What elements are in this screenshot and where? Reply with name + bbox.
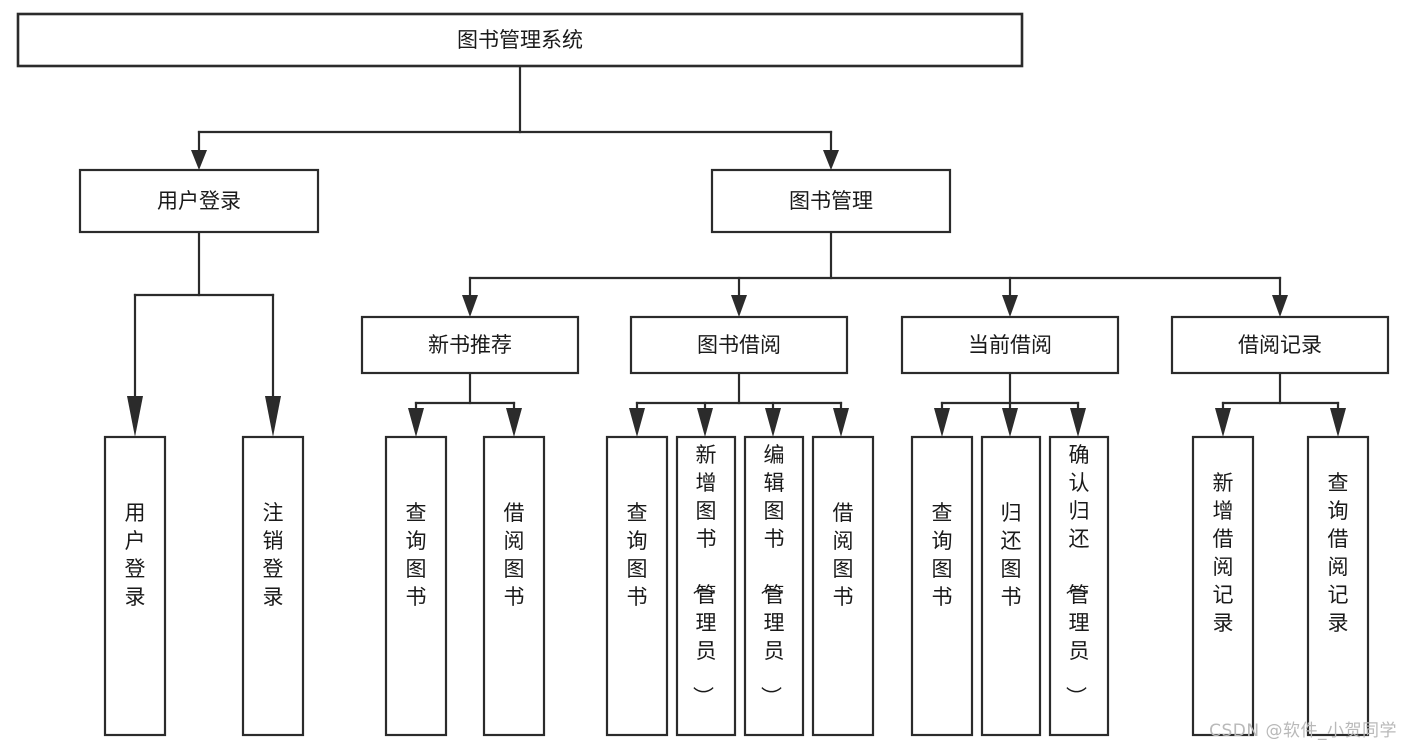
leaf-record-add-box[interactable] [1191, 435, 1255, 737]
node-root[interactable]: 图书管理系统 [16, 12, 1024, 68]
arrow-to-user-login [191, 150, 207, 170]
arrow-to-leaf-recommend-borrow [506, 408, 522, 437]
node-new-book-recommend-label: 新书推荐 [428, 333, 512, 357]
arrow-to-current-borrow [1002, 295, 1018, 317]
leaf-user-login-label: 用户登录 [125, 501, 146, 609]
leaf-borrow-lend-book-label: 借阅图书 [833, 501, 854, 609]
arrow-to-leaf-recommend-query [408, 408, 424, 437]
leaf-recommend-borrow-book-label: 借阅图书 [504, 501, 525, 609]
leaf-logout-box[interactable] [241, 435, 305, 737]
node-root-box[interactable] [16, 12, 1024, 68]
leaf-record-query[interactable]: 查询借阅记录 [1306, 435, 1370, 737]
arrow-to-leaf-current-query [934, 408, 950, 437]
node-book-borrow-label: 图书借阅 [697, 333, 781, 357]
node-borrow-record-box[interactable] [1170, 315, 1390, 375]
arrow-to-borrow-record [1272, 295, 1288, 317]
node-root-label: 图书管理系统 [457, 28, 583, 52]
leaf-recommend-borrow-book-box[interactable] [482, 435, 546, 737]
arrow-to-new-book-recommend [462, 295, 478, 317]
leaf-logout-label: 注销登录 [263, 501, 284, 609]
leaf-borrow-edit-book-box[interactable] [743, 435, 805, 737]
node-user-login-box[interactable] [78, 168, 320, 234]
leaf-record-add[interactable]: 新增借阅记录 [1191, 435, 1255, 737]
arrow-to-leaf-borrow-add [697, 408, 713, 437]
arrow-to-book-borrow [731, 295, 747, 317]
node-current-borrow-box[interactable] [900, 315, 1120, 375]
node-current-borrow-label: 当前借阅 [968, 333, 1052, 357]
node-borrow-record-label: 借阅记录 [1238, 333, 1322, 357]
arrow-to-leaf-borrow-lend [833, 408, 849, 437]
leaf-current-confirm-return[interactable]: 确认归还（管理员） [1048, 435, 1110, 737]
leaf-current-confirm-return-box[interactable] [1048, 435, 1110, 737]
leaf-current-query-book[interactable]: 查询图书 [910, 435, 974, 737]
arrow-to-leaf-user-login [127, 396, 143, 437]
arrow-to-leaf-record-query [1330, 408, 1346, 437]
arrow-to-leaf-current-confirm [1070, 408, 1086, 437]
leaf-borrow-query-book-box[interactable] [605, 435, 669, 737]
leaf-borrow-query-book-label: 查询图书 [627, 501, 648, 609]
leaf-borrow-add-book-label: 新增图书（管理员） [691, 443, 717, 707]
edges-layer [127, 64, 1346, 437]
arrow-to-leaf-logout [265, 396, 281, 437]
leaf-logout[interactable]: 注销登录 [241, 435, 305, 737]
node-book-manage-label: 图书管理 [789, 189, 873, 213]
leaf-user-login[interactable]: 用户登录 [103, 435, 167, 737]
arrow-to-leaf-borrow-edit [765, 408, 781, 437]
leaf-borrow-add-book-box[interactable] [675, 435, 737, 737]
arrow-to-leaf-record-add [1215, 408, 1231, 437]
node-borrow-record[interactable]: 借阅记录 [1170, 315, 1390, 375]
leaf-current-query-book-label: 查询图书 [932, 501, 953, 609]
leaf-borrow-lend-book-box[interactable] [811, 435, 875, 737]
node-new-book-recommend-box[interactable] [360, 315, 580, 375]
node-book-borrow[interactable]: 图书借阅 [629, 315, 849, 375]
node-book-manage-box[interactable] [710, 168, 952, 234]
arrow-to-book-manage [823, 150, 839, 170]
leaf-borrow-edit-book[interactable]: 编辑图书（管理员） [743, 435, 805, 737]
leaf-borrow-query-book[interactable]: 查询图书 [605, 435, 669, 737]
node-user-login-label: 用户登录 [157, 189, 241, 213]
node-book-borrow-box[interactable] [629, 315, 849, 375]
leaf-recommend-query-book-box[interactable] [384, 435, 448, 737]
node-new-book-recommend[interactable]: 新书推荐 [360, 315, 580, 375]
leaf-current-query-book-box[interactable] [910, 435, 974, 737]
leaf-borrow-edit-book-label: 编辑图书（管理员） [759, 443, 785, 707]
leaf-borrow-add-book[interactable]: 新增图书（管理员） [675, 435, 737, 737]
leaf-recommend-query-book[interactable]: 查询图书 [384, 435, 448, 737]
leaf-current-return-book-label: 归还图书 [1001, 501, 1022, 609]
node-user-login[interactable]: 用户登录 [78, 168, 320, 234]
leaf-record-add-label: 新增借阅记录 [1213, 471, 1234, 635]
leaf-user-login-box[interactable] [103, 435, 167, 737]
leaf-record-query-box[interactable] [1306, 435, 1370, 737]
leaf-record-query-label: 查询借阅记录 [1328, 471, 1349, 635]
leaf-current-return-book-box[interactable] [980, 435, 1042, 737]
arrow-to-leaf-current-return [1002, 408, 1018, 437]
arrow-to-leaf-borrow-query [629, 408, 645, 437]
leaf-recommend-query-book-label: 查询图书 [406, 501, 427, 609]
leaf-current-confirm-return-label: 确认归还（管理员） [1064, 443, 1090, 707]
leaf-current-return-book[interactable]: 归还图书 [980, 435, 1042, 737]
leaf-recommend-borrow-book[interactable]: 借阅图书 [482, 435, 546, 737]
leaf-borrow-lend-book[interactable]: 借阅图书 [811, 435, 875, 737]
node-current-borrow[interactable]: 当前借阅 [900, 315, 1120, 375]
node-book-manage[interactable]: 图书管理 [710, 168, 952, 234]
